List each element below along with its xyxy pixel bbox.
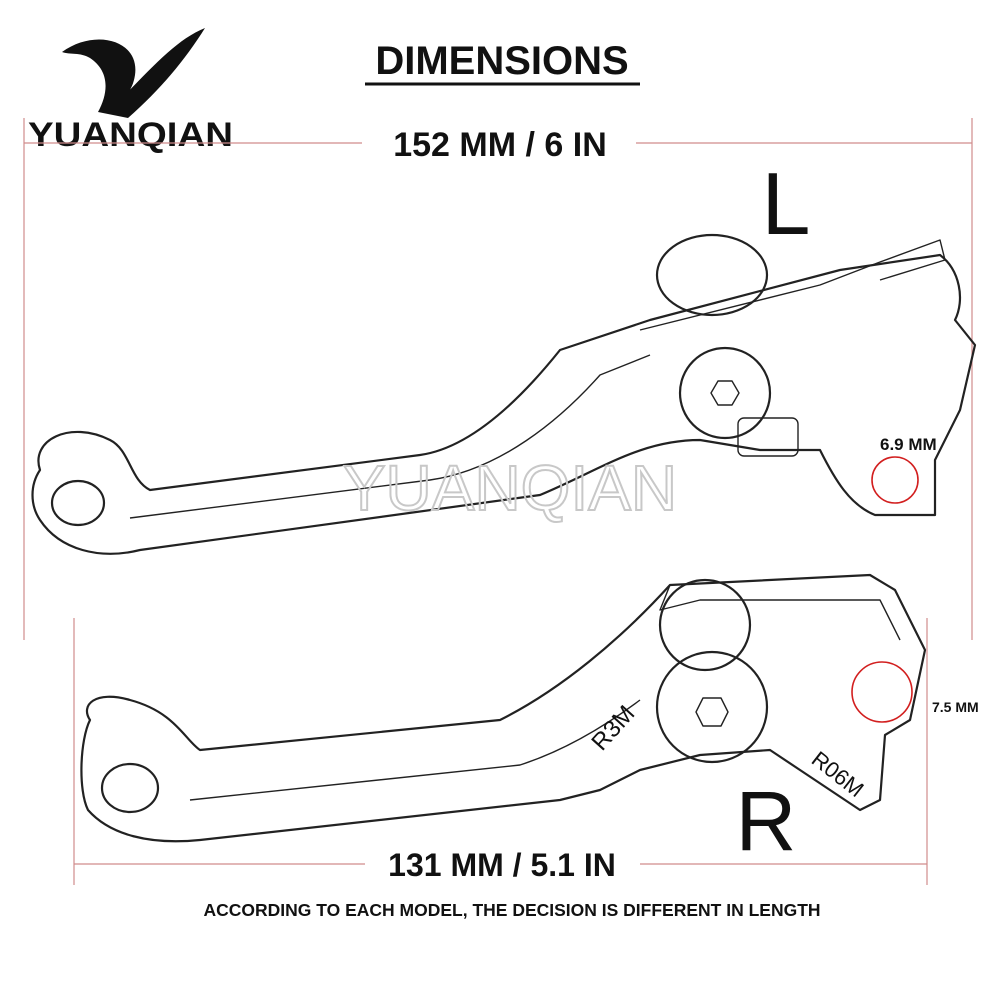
left-pivot-bushing <box>655 233 769 317</box>
left-lever-inner-edge <box>129 354 651 519</box>
left-length-dimension: 152 MM / 6 IN <box>23 118 973 640</box>
page-title: DIMENSIONS <box>375 39 628 83</box>
left-side-label: L <box>762 154 811 253</box>
right-engraving-r06m: R06M <box>807 746 869 802</box>
left-lever-drawing: 6.9 MM <box>31 233 977 555</box>
left-end-hole <box>50 479 106 527</box>
right-pivot-bushing <box>658 578 752 672</box>
right-lever-arm <box>80 573 927 843</box>
left-lever-top-bracket <box>639 239 946 331</box>
right-bolt-hex-icon <box>695 697 729 727</box>
footer-note: ACCORDING TO EACH MODEL, THE DECISION IS… <box>203 900 820 920</box>
right-pivot-bolt <box>655 650 769 764</box>
right-length-label: 131 MM / 5.1 IN <box>388 847 616 883</box>
watermark-text: YUANQIAN <box>343 452 677 524</box>
logo-text: YUANQIAN <box>28 116 233 154</box>
left-hole-label: 6.9 MM <box>880 435 937 454</box>
logo-mark-icon <box>62 28 205 118</box>
right-lever-drawing: R3M R06M <box>80 573 927 843</box>
right-hole-label: 7.5 MM <box>932 699 979 715</box>
right-mount-hole-marker <box>851 661 913 723</box>
left-bolt-hex-icon <box>710 380 740 406</box>
right-lever-inner-edge <box>189 699 641 801</box>
left-mount-hole-marker <box>871 456 919 504</box>
left-lever-arm <box>31 253 977 555</box>
left-length-label: 152 MM / 6 IN <box>393 126 607 164</box>
right-engraving-r3m: R3M <box>586 700 640 756</box>
left-adjuster <box>737 417 799 457</box>
brand-logo: YUANQIAN <box>28 28 233 154</box>
right-end-hole <box>100 762 160 814</box>
right-side-label: R <box>736 774 797 868</box>
right-lever-top-bracket <box>659 584 901 641</box>
right-length-dimension: 131 MM / 5.1 IN <box>73 618 928 885</box>
left-pivot-bolt <box>678 346 772 440</box>
